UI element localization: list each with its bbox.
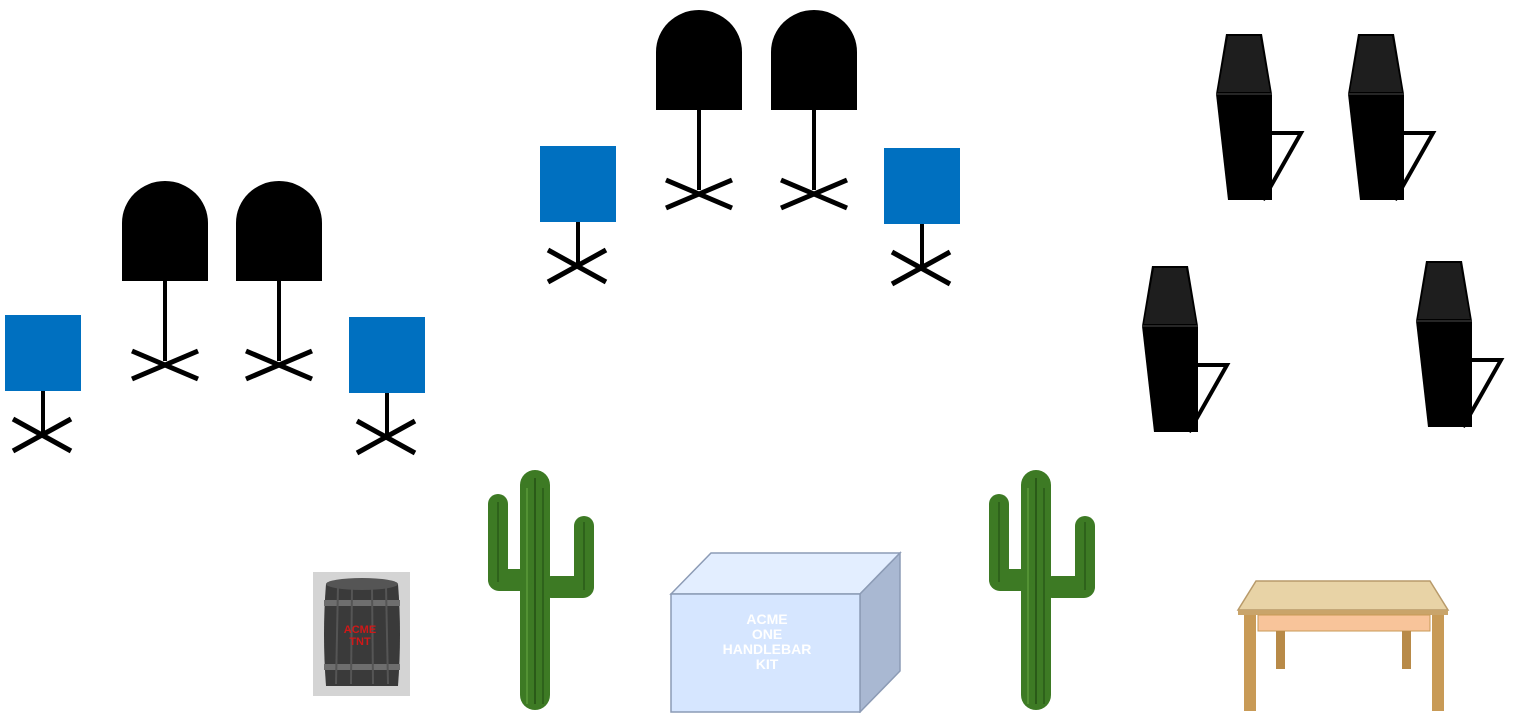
black-stand-icon[interactable] [122, 181, 208, 379]
box-label-line: ONE [672, 627, 862, 642]
barrel-label-line: TNT [318, 636, 402, 648]
speaker-icon[interactable] [1416, 261, 1501, 427]
speaker-icon[interactable] [1348, 34, 1433, 200]
speaker-icon[interactable] [1142, 266, 1227, 432]
blue-stand-icon[interactable] [5, 315, 81, 451]
barrel-label: ACME TNT [318, 624, 402, 648]
black-stand-icon[interactable] [656, 10, 742, 208]
box-label-line: KIT [672, 657, 862, 672]
blue-stand-icon[interactable] [349, 317, 425, 453]
box-label-line: HANDLEBAR [672, 642, 862, 657]
black-stand-icon[interactable] [236, 181, 322, 379]
blue-stand-icon[interactable] [884, 148, 960, 284]
black-stand-icon[interactable] [771, 10, 857, 208]
cactus-icon[interactable] [488, 470, 594, 710]
cactus-icon[interactable] [989, 470, 1095, 710]
blue-stand-icon[interactable] [540, 146, 616, 282]
barrel-label-line: ACME [318, 624, 402, 636]
box-label-line: ACME [672, 612, 862, 627]
table-icon[interactable] [1238, 581, 1448, 711]
box-label: ACME ONE HANDLEBAR KIT [672, 612, 862, 672]
speaker-icon[interactable] [1216, 34, 1301, 200]
